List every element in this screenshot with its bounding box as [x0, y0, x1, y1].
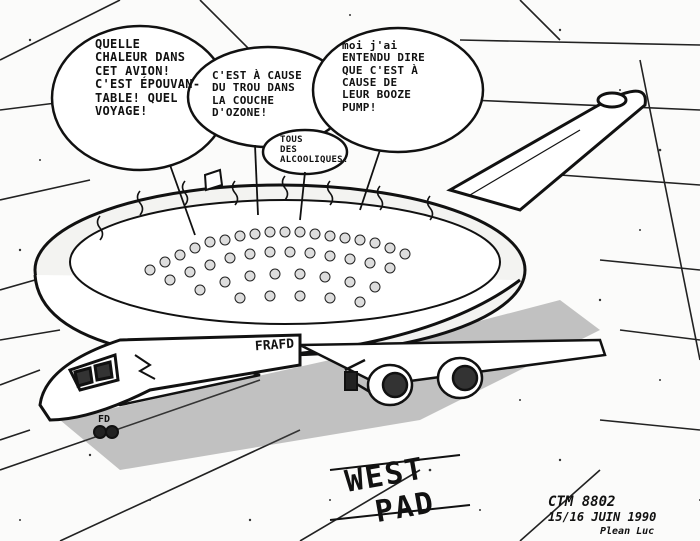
- signature-date: 15/16 JUIN 1990: [548, 510, 657, 524]
- steam-lines: [96, 175, 434, 241]
- signature-name: Plean Luc: [600, 526, 655, 537]
- bubble-middle-text: C'EST À CAUSE DU TROU DANS LA COUCHE D'O…: [212, 69, 302, 119]
- bubble-left-text: QUELLE CHALEUR DANS CET AVION! C'EST ÉPO…: [95, 37, 201, 119]
- pan-handle: [446, 89, 647, 212]
- bubble-tails: [169, 144, 381, 236]
- engines: [344, 356, 484, 407]
- bubble-right: [311, 26, 485, 154]
- landing-gear: [93, 371, 358, 439]
- bubble-small-text: TOUS DES ALCOOLIQUES!: [280, 135, 349, 166]
- crowd: [144, 226, 411, 308]
- fuselage: [38, 168, 302, 422]
- frying-pan: [33, 183, 527, 362]
- signature-ref: CTM 8802: [548, 494, 616, 510]
- nose-label: FD: [98, 414, 111, 425]
- pad-marking: [329, 454, 471, 521]
- bubble-right-text: moi j'ai ENTENDU DIRE QUE C'EST À CAUSE …: [342, 39, 426, 114]
- fuselage-registration: FRAFD: [254, 336, 295, 355]
